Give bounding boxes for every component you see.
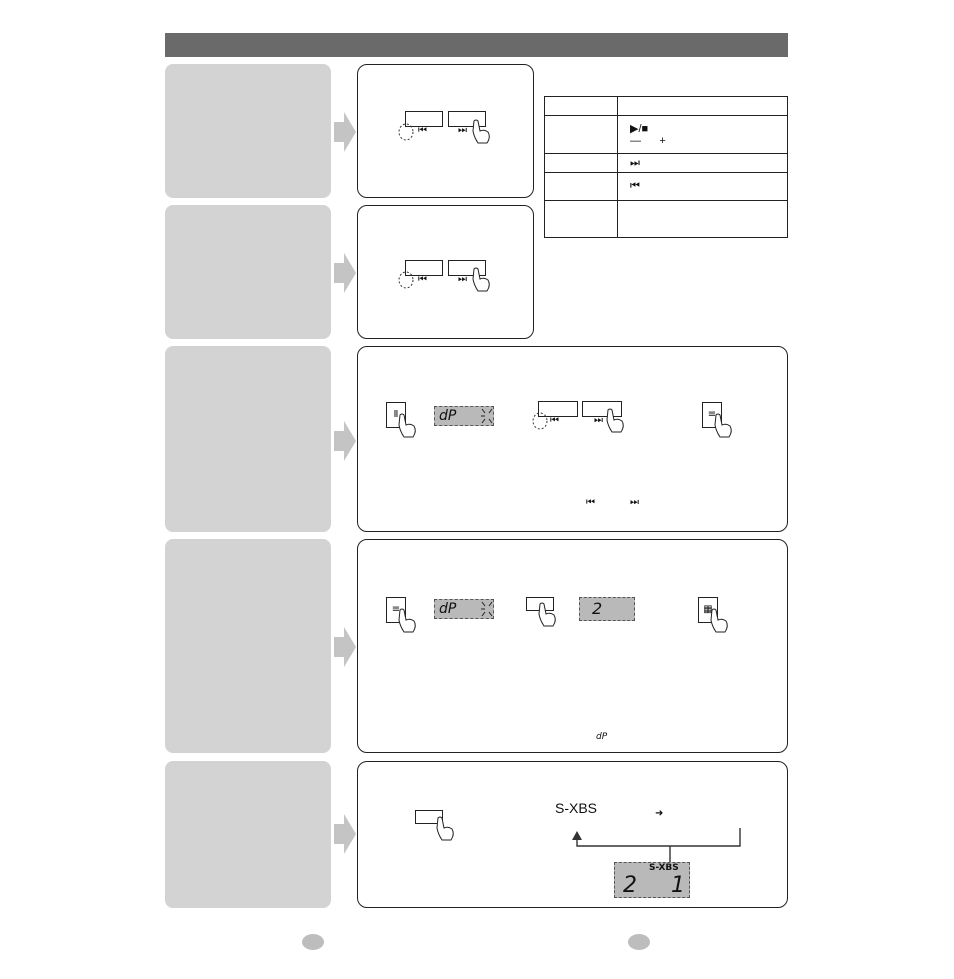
minus-plus-label: — +	[630, 135, 666, 147]
function-table: ▶/■ — + ⏭ ⏮	[544, 96, 788, 238]
side-box-1	[165, 64, 331, 198]
table-row: ▶/■ — +	[544, 115, 788, 154]
blink-icon	[481, 408, 493, 424]
step-arrow-icon	[334, 421, 356, 461]
display-lcd: dP	[434, 406, 494, 426]
display-lcd: 2	[579, 597, 635, 621]
next-icon: ⏭	[594, 415, 603, 426]
prev-button[interactable]	[405, 260, 443, 276]
step-panel-5: S-XBS ➜ S-XBS 2 1	[357, 761, 788, 908]
page-marker	[302, 934, 324, 950]
play-stop-label: ▶/■	[630, 123, 649, 135]
pressing-finger-icon	[398, 123, 414, 141]
cycle-bracket	[572, 828, 741, 862]
pressing-finger-icon	[538, 602, 556, 627]
table-cell	[544, 200, 618, 238]
step-arrow-icon	[334, 627, 356, 667]
step-panel-2: ⏮ ⏭	[357, 205, 534, 339]
pressing-finger-icon	[472, 267, 490, 292]
pressing-finger-icon	[398, 413, 416, 438]
display-lcd: S-XBS 2 1	[614, 862, 690, 898]
pressing-finger-icon	[532, 412, 548, 430]
table-cell	[544, 96, 618, 116]
grid-key[interactable]: ▦	[698, 597, 718, 623]
prev-button[interactable]	[538, 401, 578, 417]
arrow-right-icon: ➜	[655, 808, 664, 819]
prev-icon: ⏮	[418, 274, 427, 285]
pressing-finger-icon	[436, 816, 454, 841]
prev-icon: ⏮	[418, 125, 427, 136]
side-box-4	[165, 539, 331, 753]
display-lcd: dP	[434, 599, 494, 619]
lcd-text: dP	[439, 408, 457, 424]
table-row: ⏮	[544, 172, 788, 201]
next-icon: ⏭	[458, 125, 467, 136]
table-cell	[617, 96, 788, 116]
step-arrow-icon	[334, 814, 356, 854]
side-box-2	[165, 205, 331, 339]
pressing-finger-icon	[714, 413, 732, 438]
lcd-right-digit: 1	[671, 873, 685, 898]
pressing-finger-icon	[398, 271, 414, 289]
side-box-3	[165, 346, 331, 532]
next-icon: ⏭	[630, 497, 639, 508]
pressing-finger-icon	[398, 608, 416, 633]
table-cell: ⏮	[617, 172, 788, 201]
header-bar	[165, 33, 788, 57]
table-cell	[544, 153, 618, 173]
prev-icon: ⏮	[586, 497, 595, 508]
prev-icon: ⏮	[550, 415, 559, 426]
table-cell	[544, 115, 618, 154]
side-box-5	[165, 761, 331, 908]
step-arrow-icon	[334, 253, 356, 293]
table-row	[544, 96, 788, 116]
blink-icon	[481, 601, 493, 617]
next-icon: ⏭	[458, 274, 467, 285]
table-cell: ⏭	[617, 153, 788, 173]
step-panel-1: ⏮ ⏭	[357, 64, 534, 198]
table-cell: ▶/■ — +	[617, 115, 788, 154]
next-icon: ⏭	[630, 156, 640, 169]
dp-glyph: dP	[596, 732, 608, 742]
prev-button[interactable]	[405, 111, 443, 127]
pressing-finger-icon	[472, 119, 490, 144]
pressing-finger-icon	[710, 608, 728, 633]
table-row	[544, 200, 788, 238]
page-marker	[628, 934, 650, 950]
step-arrow-icon	[334, 112, 356, 152]
table-cell	[544, 172, 618, 201]
lcd-value: 2	[592, 599, 603, 618]
step-panel-3: Ⅱ dP ⏮ ⏭ ≡ ⏮ ⏭	[357, 346, 788, 532]
sxbs-label: S-XBS	[555, 800, 598, 816]
pressing-finger-icon	[606, 408, 624, 433]
prev-icon: ⏮	[630, 180, 640, 192]
sxbs-button[interactable]	[415, 810, 443, 824]
lcd-sxbs-label: S-XBS	[649, 863, 679, 873]
step-panel-4: ≡ dP 2 ▦ dP	[357, 539, 788, 753]
table-cell	[617, 200, 788, 238]
lcd-left-digit: 2	[623, 873, 637, 898]
lcd-text: dP	[439, 601, 457, 617]
table-row: ⏭	[544, 153, 788, 173]
